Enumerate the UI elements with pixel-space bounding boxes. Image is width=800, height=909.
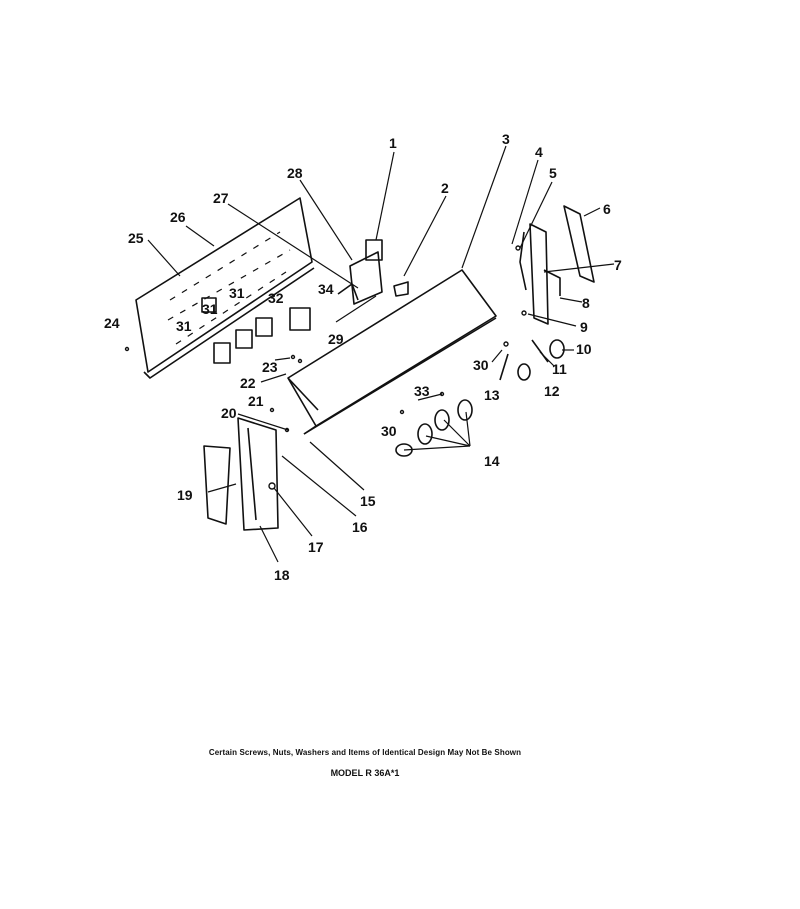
callout-31a: 31: [229, 285, 245, 301]
knobs: [395, 339, 565, 457]
callout-22: 22: [240, 375, 256, 391]
control-panel: [287, 269, 497, 435]
callout-18: 18: [274, 567, 290, 583]
callout-31b: 31: [202, 301, 218, 317]
callout-32: 32: [268, 290, 284, 306]
callout-24: 24: [104, 315, 120, 331]
callout-15: 15: [360, 493, 376, 509]
callout-34: 34: [318, 281, 334, 297]
thermostat-assembly: [337, 239, 409, 305]
callout-16: 16: [352, 519, 368, 535]
callout-5: 5: [549, 165, 557, 181]
callout-27: 27: [213, 190, 229, 206]
back-panel: [135, 197, 315, 379]
callout-6: 6: [603, 201, 611, 217]
callout-23: 23: [262, 359, 278, 375]
callout-25: 25: [128, 230, 144, 246]
callout-labels: 1 2 3 4 5 6 7 8 9 10 11 12 13 14 15 16 1…: [104, 131, 622, 583]
callout-14: 14: [484, 453, 500, 469]
callout-33: 33: [414, 383, 430, 399]
callout-7: 7: [614, 257, 622, 273]
end-panel: [203, 417, 279, 531]
callout-12: 12: [544, 383, 560, 399]
callout-4: 4: [535, 144, 543, 160]
callout-28: 28: [287, 165, 303, 181]
callout-21: 21: [248, 393, 264, 409]
callout-13: 13: [484, 387, 500, 403]
leader-lines: [147, 145, 615, 563]
callout-31c: 31: [176, 318, 192, 334]
callout-10: 10: [576, 341, 592, 357]
switch-blocks: [201, 297, 311, 364]
callout-20: 20: [221, 405, 237, 421]
callout-9: 9: [580, 319, 588, 335]
callout-30a: 30: [473, 357, 489, 373]
callout-19: 19: [177, 487, 193, 503]
callout-26: 26: [170, 209, 186, 225]
footnote: Certain Screws, Nuts, Washers and Items …: [208, 748, 522, 757]
callout-17: 17: [308, 539, 324, 555]
model-number: MODEL R 36A*1: [330, 768, 400, 778]
callout-8: 8: [582, 295, 590, 311]
callout-30b: 30: [381, 423, 397, 439]
callout-11: 11: [552, 361, 567, 377]
callout-1: 1: [389, 135, 397, 151]
callout-3: 3: [502, 131, 510, 147]
callout-29: 29: [328, 331, 344, 347]
callout-2: 2: [441, 180, 449, 196]
